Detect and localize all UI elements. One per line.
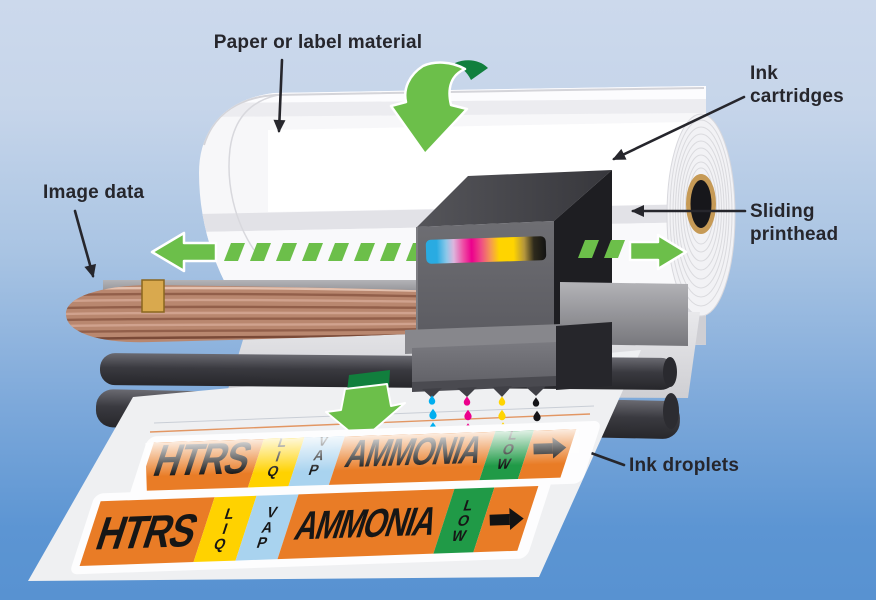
paper-annotation-arrow [273, 58, 286, 133]
flow-direction-arrow-icon [489, 513, 511, 526]
label-service-text: HTRS [90, 503, 204, 560]
ribbon-connector [141, 279, 165, 313]
label-product-text: AMMONIA [340, 429, 488, 476]
roll-core-hole [690, 180, 712, 228]
annotation-sliding-printhead: Sliding printhead [750, 201, 839, 246]
image-data-annotation-arrow [73, 209, 97, 278]
paper-feed-arrow-icon [389, 60, 488, 156]
roll-leading-edge [228, 94, 279, 251]
nozzles [422, 386, 546, 398]
annotation-paper-label: Paper or label material [213, 32, 423, 53]
ink-cartridges-annotation-arrow [612, 95, 746, 161]
flow-direction-arrow-icon [533, 442, 554, 454]
annotation-ink-droplets: Ink droplets [629, 455, 740, 476]
label-product-text: AMMONIA [289, 498, 443, 549]
media-advance-arrow-icon [325, 370, 406, 442]
annotation-ink-cartridges: Ink cartridges [750, 63, 844, 108]
ink-cartridges-cmyk-strip [425, 236, 547, 264]
roll-end-face [666, 113, 736, 317]
annotation-image-data: Image data [43, 182, 145, 203]
printhead-carriage [405, 322, 612, 398]
printhead-travel-right-arrow-icon [578, 233, 688, 271]
